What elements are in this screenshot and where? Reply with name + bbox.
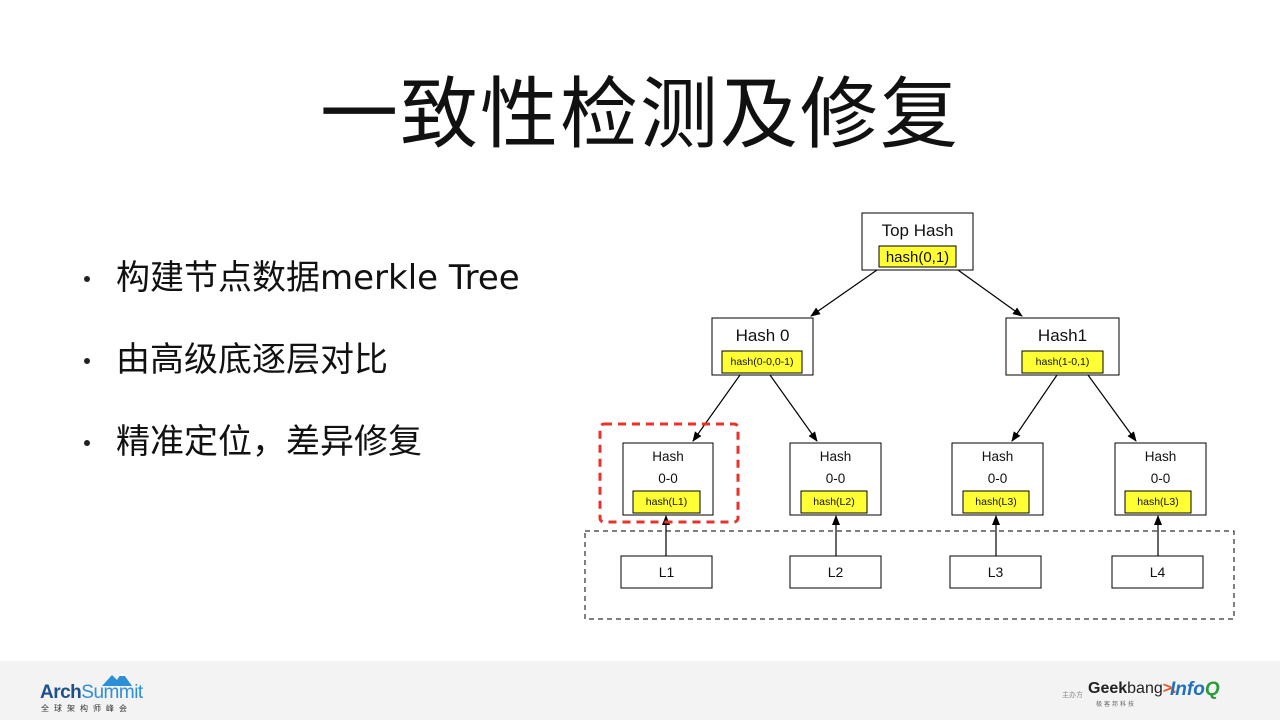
bullet-dot-icon bbox=[84, 358, 90, 364]
hash1-title: Hash1 bbox=[1038, 326, 1087, 345]
tree-edges bbox=[662, 269, 1162, 556]
hash1-node: Hash1 hash(1-0,1) bbox=[1005, 317, 1120, 376]
mountain-icon bbox=[102, 672, 132, 686]
logo-subtitle: 全球架构师峰会 bbox=[41, 704, 132, 713]
leaf-label: L4 bbox=[1150, 564, 1166, 580]
hash-node-l2: Hash 0-0 hash(L2) bbox=[789, 442, 882, 516]
bullet-text: 构建节点数据merkle Tree bbox=[116, 258, 520, 298]
leaf-node-l3: L3 bbox=[949, 555, 1042, 589]
bullet-list: 构建节点数据merkle Tree 由高级底逐层对比 精准定位，差异修复 bbox=[84, 258, 520, 504]
hash-node-l3: Hash 0-0 hash(L3) bbox=[951, 442, 1044, 516]
top-hash-node: Top Hash hash(0,1) bbox=[861, 212, 974, 271]
infoq-logo: InfoQ bbox=[1170, 679, 1220, 700]
hash-node-line1: Hash bbox=[982, 449, 1014, 464]
bullet-dot-icon bbox=[84, 440, 90, 446]
leaf-node-l4: L4 bbox=[1111, 555, 1204, 589]
leaf-label: L1 bbox=[659, 564, 675, 580]
leaf-container bbox=[584, 530, 1235, 620]
bullet-dot-icon bbox=[84, 276, 90, 282]
footer-bar bbox=[0, 661, 1280, 720]
hash-node-line2: 0-0 bbox=[1151, 471, 1171, 486]
hash-node-value: hash(L1) bbox=[646, 496, 687, 508]
hash-node-line2: 0-0 bbox=[988, 471, 1008, 486]
hash-node-line2: 0-0 bbox=[658, 471, 678, 486]
bullet-text: 由高级底逐层对比 bbox=[116, 340, 388, 380]
hash-node-line2: 0-0 bbox=[826, 471, 846, 486]
archsummit-logo: ArchSummit 全球架构师峰会 bbox=[40, 670, 150, 713]
diff-highlight-box bbox=[598, 422, 740, 524]
hash-node-value: hash(L3) bbox=[975, 496, 1016, 508]
edge-top-hash0 bbox=[810, 269, 878, 317]
hash-node-line1: Hash bbox=[1145, 449, 1177, 464]
leaf-label: L3 bbox=[988, 564, 1004, 580]
hash-node-value: hash(L2) bbox=[813, 496, 854, 508]
hash-node-l4: Hash 0-0 hash(L3) bbox=[1114, 442, 1207, 516]
sponsor-label: 主办方 bbox=[1062, 691, 1083, 699]
hash1-value: hash(1-0,1) bbox=[1036, 356, 1090, 368]
bullet-item: 由高级底逐层对比 bbox=[84, 340, 520, 380]
geekbang-subtitle: 极客邦科技 bbox=[1096, 701, 1137, 708]
hash-node-value: hash(L3) bbox=[1137, 496, 1178, 508]
top-hash-title: Top Hash bbox=[882, 221, 954, 240]
hash0-value: hash(0-0,0-1) bbox=[730, 356, 793, 368]
geekbang-logo: Geekbang>. bbox=[1088, 680, 1177, 697]
bullet-item: 构建节点数据merkle Tree bbox=[84, 258, 520, 298]
leaf-node-l2: L2 bbox=[789, 555, 882, 589]
edge-hash1-left bbox=[1011, 374, 1058, 442]
top-hash-value: hash(0,1) bbox=[886, 249, 949, 266]
hash-node-line1: Hash bbox=[652, 449, 684, 464]
hash-node-line1: Hash bbox=[820, 449, 852, 464]
bullet-text: 精准定位，差异修复 bbox=[116, 422, 422, 462]
hash-node-l1: Hash 0-0 hash(L1) bbox=[622, 442, 714, 516]
edge-hash0-right bbox=[769, 374, 818, 442]
leaf-node-l1: L1 bbox=[620, 555, 713, 589]
hash0-title: Hash 0 bbox=[736, 326, 790, 345]
edge-hash0-left bbox=[692, 374, 741, 442]
edge-top-hash1 bbox=[957, 269, 1023, 317]
logo-text: ArchSummit bbox=[40, 682, 143, 703]
slide-title: 一致性检测及修复 bbox=[319, 70, 960, 160]
bullet-item: 精准定位，差异修复 bbox=[84, 422, 520, 462]
edge-hash1-right bbox=[1087, 374, 1137, 442]
leaf-label: L2 bbox=[828, 564, 844, 580]
hash0-node: Hash 0 hash(0-0,0-1) bbox=[711, 317, 814, 376]
